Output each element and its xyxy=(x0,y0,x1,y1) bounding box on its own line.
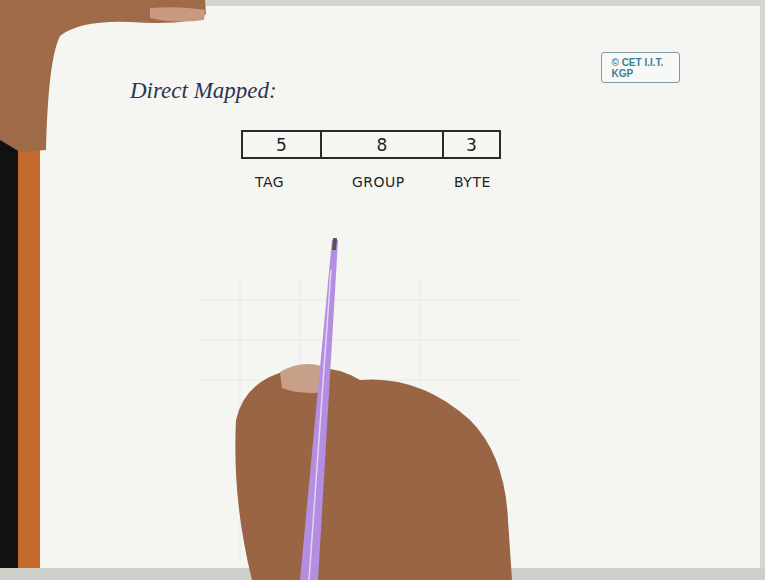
field-width: 5 xyxy=(276,135,287,155)
heading: Direct Mapped: xyxy=(130,78,277,104)
field-cell: 5 xyxy=(241,130,322,159)
pen-tip xyxy=(332,238,337,250)
field-width: 3 xyxy=(466,135,477,155)
thumbnail xyxy=(150,7,205,21)
logo-box: © CET I.I.T. KGP xyxy=(601,52,680,83)
field-label: BYTE xyxy=(454,174,491,190)
field-cell: 8 xyxy=(320,130,444,159)
field-cell: 3 xyxy=(442,130,501,159)
pen xyxy=(300,240,338,580)
field-label: TAG xyxy=(255,174,284,190)
field-width: 8 xyxy=(377,135,388,155)
hand-top-left xyxy=(0,0,206,152)
hand-bottom xyxy=(235,368,512,580)
logo-text: © CET I.I.T. KGP xyxy=(612,57,670,79)
pen-highlight xyxy=(309,270,331,580)
field-label: GROUP xyxy=(352,174,405,190)
